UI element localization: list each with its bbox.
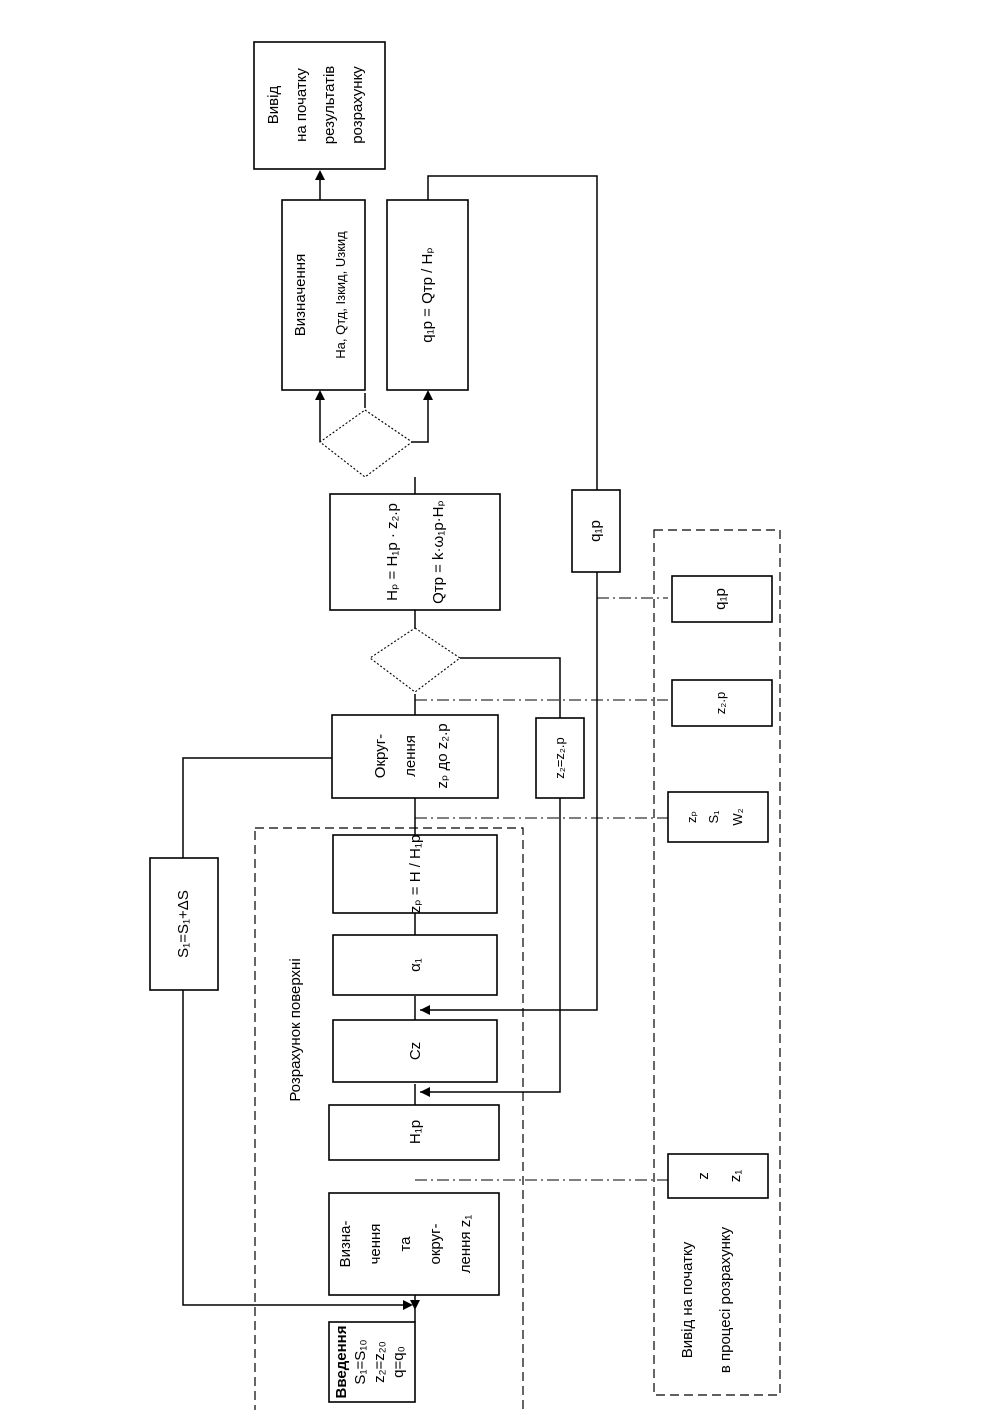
input-block — [328, 1321, 416, 1403]
zp-calc-label: zₚ = H / H₁р — [407, 835, 424, 914]
zp-calc-block — [332, 834, 498, 914]
surface-calc-region — [254, 827, 524, 1410]
surface-calc-label: Розрахунок поверхні — [287, 958, 304, 1101]
decision-diamond-2 — [319, 409, 413, 478]
select-round-z1-block — [328, 1192, 500, 1296]
round-zp-block — [331, 714, 499, 799]
determine-block — [281, 199, 366, 391]
cz-block — [332, 1019, 498, 1083]
print-s1-label: S₁ — [706, 810, 721, 824]
alpha1-label: α₁ — [407, 958, 424, 972]
q-feedback-label: q₁р — [587, 520, 604, 542]
alpha1-block — [332, 934, 498, 996]
select-label-5: лення z₁ — [457, 1215, 474, 1274]
select-label-1: Визна- — [337, 1221, 354, 1268]
h1p-block — [328, 1104, 500, 1161]
select-label-4: округ- — [427, 1223, 444, 1264]
z2-assign-label: z₂=z₂.р — [552, 737, 567, 779]
round-label-1: Округ- — [372, 734, 389, 778]
arrow-down-1 — [410, 1300, 420, 1310]
input-label-q: q=q₀ — [390, 1346, 407, 1378]
round-label-3: zₚ до z₂.р — [434, 723, 451, 788]
print-q1p-block — [671, 575, 773, 623]
print-process-label-2: в процесі розрахунку — [717, 1226, 734, 1373]
output-label-4: розрахунку — [349, 66, 366, 144]
qp-label: q₁р = Qтр / Hₚ — [419, 247, 436, 342]
print-zp-label: zₚ — [684, 811, 699, 823]
h1p-label: H₁р — [407, 1120, 424, 1144]
q-feedback-block — [571, 489, 621, 573]
select-label-2: чення — [367, 1224, 384, 1265]
hp-label-1: Hₚ = H₁р · z₂.р — [384, 503, 401, 601]
input-label-z2: z₂=z₂₀ — [371, 1341, 388, 1383]
arrow-up-output — [315, 170, 325, 180]
print-q1p-label: q₁р — [712, 588, 729, 610]
print-z-z1-block — [667, 1153, 769, 1199]
print-z1-label: z₁ — [727, 1170, 744, 1183]
print-process-region — [653, 529, 781, 1396]
output-results-block — [253, 41, 386, 170]
decision-diamond-1 — [369, 627, 461, 693]
input-label-title: Введення — [333, 1326, 350, 1399]
print-z-label: z — [695, 1172, 712, 1180]
cz-label: Cz — [407, 1042, 424, 1060]
arrow-up-determine — [315, 390, 325, 400]
z2-assign-block — [535, 717, 585, 799]
arrow-right-s1 — [403, 1300, 413, 1310]
print-z2p-label: z₂.р — [713, 692, 728, 714]
input-label-s1: S₁=S₁₀ — [352, 1339, 369, 1384]
determine-label-1: Визначення — [292, 254, 309, 336]
s1-update-block — [149, 857, 219, 991]
print-process-label-1: Вивід на початку — [679, 1241, 696, 1358]
arrow-up-qp — [423, 390, 433, 400]
arrow-left-z2 — [420, 1087, 430, 1097]
print-w-label: W₂ — [730, 808, 745, 825]
output-label-3: результатів — [321, 66, 338, 145]
round-label-2: лення — [402, 735, 419, 777]
qp-calc-block — [386, 199, 469, 391]
print-zp-s1-w-block — [667, 791, 769, 843]
hp-label-2: Qтр = k·ω₁р·Hₚ — [430, 500, 447, 604]
output-label-2: на початку — [293, 68, 310, 142]
s1-update-label: S₁=S₁+ΔS — [175, 890, 192, 958]
hp-calc-block — [329, 493, 501, 611]
print-z2p-block — [671, 679, 773, 727]
output-label-1: Вивід — [265, 86, 282, 125]
select-label-3: та — [397, 1236, 414, 1252]
determine-label-2: Hа, Qтд, Iзкид, Uзкид — [333, 231, 348, 359]
arrow-left-q — [420, 1005, 430, 1015]
